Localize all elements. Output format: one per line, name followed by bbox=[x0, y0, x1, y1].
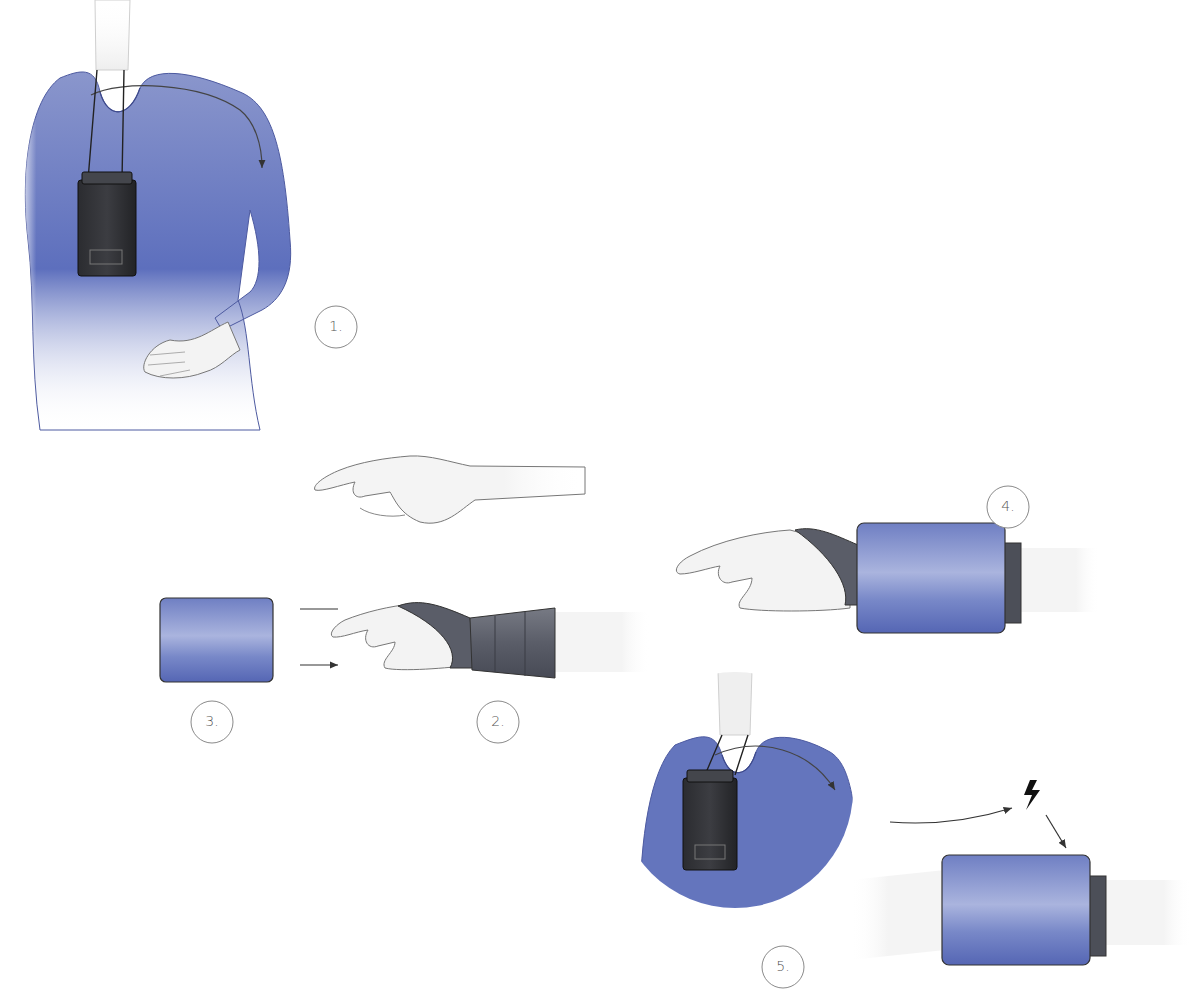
callout-circle: 1. bbox=[314, 305, 358, 349]
cuff bbox=[160, 598, 273, 682]
callout-number: 3. bbox=[205, 714, 218, 729]
lightning-symbol bbox=[1024, 780, 1040, 810]
callout-number: 2. bbox=[491, 714, 504, 729]
bare-hand bbox=[315, 456, 585, 523]
hand-with-cuff-charging bbox=[850, 780, 1191, 965]
callout-number: 1. bbox=[329, 319, 342, 334]
hand-with-cuff bbox=[676, 523, 1100, 633]
woman-figure bbox=[25, 0, 290, 430]
woman-figure-closeup bbox=[615, 670, 860, 910]
callout-number: 5. bbox=[776, 959, 789, 974]
callout-number: 4. bbox=[1001, 499, 1014, 514]
callout-circle: 3. bbox=[190, 700, 234, 744]
callout-circle: 5. bbox=[761, 945, 805, 989]
callout-circle: 4. bbox=[986, 485, 1030, 529]
hand-with-liner bbox=[300, 603, 650, 678]
callout-circle: 2. bbox=[476, 700, 520, 744]
